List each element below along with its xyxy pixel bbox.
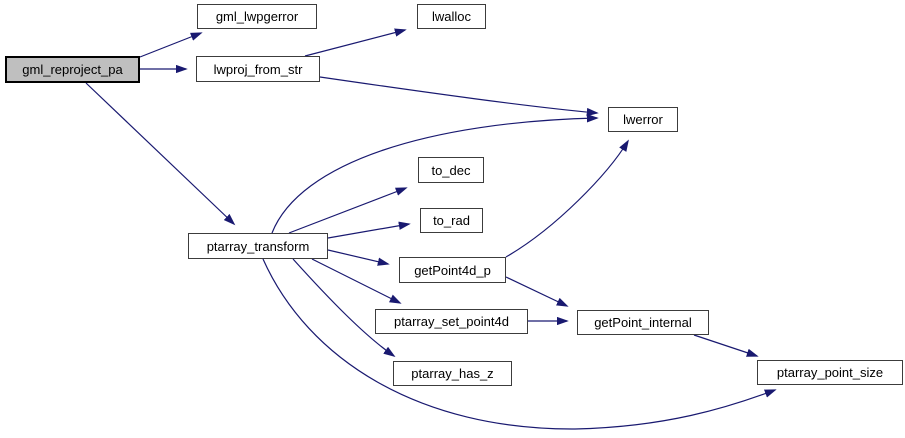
call-edge-getPoint4d_p-to-getPoint_internal (505, 276, 569, 307)
call-edge-ptarray_transform-to-to_rad (327, 221, 411, 239)
graph-node-to_rad[interactable]: to_rad (420, 208, 483, 233)
call-edge-ptarray_transform-to-lwerror (271, 114, 599, 234)
graph-node-ptarray_point_size[interactable]: ptarray_point_size (757, 360, 903, 385)
graph-node-to_dec[interactable]: to_dec (418, 157, 484, 183)
graph-node-gml_lwpgerror[interactable]: gml_lwpgerror (197, 4, 317, 29)
call-edge-ptarray_transform-to-ptarray_set_point4d (311, 258, 402, 304)
graph-node-ptarray_transform[interactable]: ptarray_transform (188, 233, 328, 259)
graph-node-ptarray_set_point4d[interactable]: ptarray_set_point4d (375, 309, 528, 334)
graph-node-ptarray_has_z[interactable]: ptarray_has_z (393, 361, 512, 386)
call-edge-ptarray_transform-to-to_dec (288, 187, 408, 234)
graph-node-lwproj_from_str[interactable]: lwproj_from_str (196, 56, 320, 82)
graph-node-gml_reproject_pa: gml_reproject_pa (5, 56, 140, 83)
call-edge-gml_reproject_pa-to-ptarray_transform (85, 82, 236, 226)
call-edge-gml_reproject_pa-to-gml_lwpgerror (139, 32, 203, 58)
graph-node-getPoint4d_p[interactable]: getPoint4d_p (399, 257, 506, 283)
call-edge-ptarray_transform-to-ptarray_has_z (292, 258, 396, 358)
graph-node-lwerror[interactable]: lwerror (608, 107, 678, 132)
graph-node-getPoint_internal[interactable]: getPoint_internal (577, 310, 709, 335)
graph-node-lwalloc[interactable]: lwalloc (417, 4, 486, 29)
call-edge-lwproj_from_str-to-lwerror (319, 76, 599, 117)
call-edge-getPoint4d_p-to-lwerror (505, 139, 629, 258)
call-edge-getPoint_internal-to-ptarray_point_size (693, 334, 759, 357)
call-edge-lwproj_from_str-to-lwalloc (304, 28, 407, 57)
call-edge-ptarray_transform-to-ptarray_point_size (262, 258, 777, 430)
call-edge-ptarray_transform-to-getPoint4d_p (327, 249, 390, 266)
